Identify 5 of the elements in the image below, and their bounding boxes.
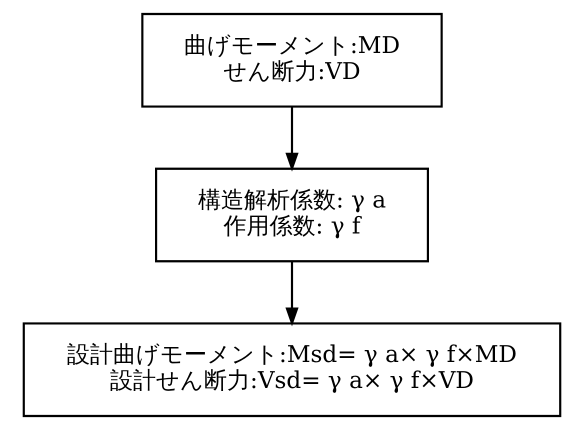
arrow <box>285 106 299 172</box>
arrow <box>285 262 299 326</box>
node-box: 構造解析係数: γ a 作用係数: γ f <box>155 168 429 262</box>
node-box: 設計曲げモーメント:Msd= γ a× γ f×MD 設計せん断力:Vsd= γ a× γ f×VD <box>22 322 562 418</box>
node-box: 曲げモーメント:MD せん断力:VD <box>141 12 443 108</box>
